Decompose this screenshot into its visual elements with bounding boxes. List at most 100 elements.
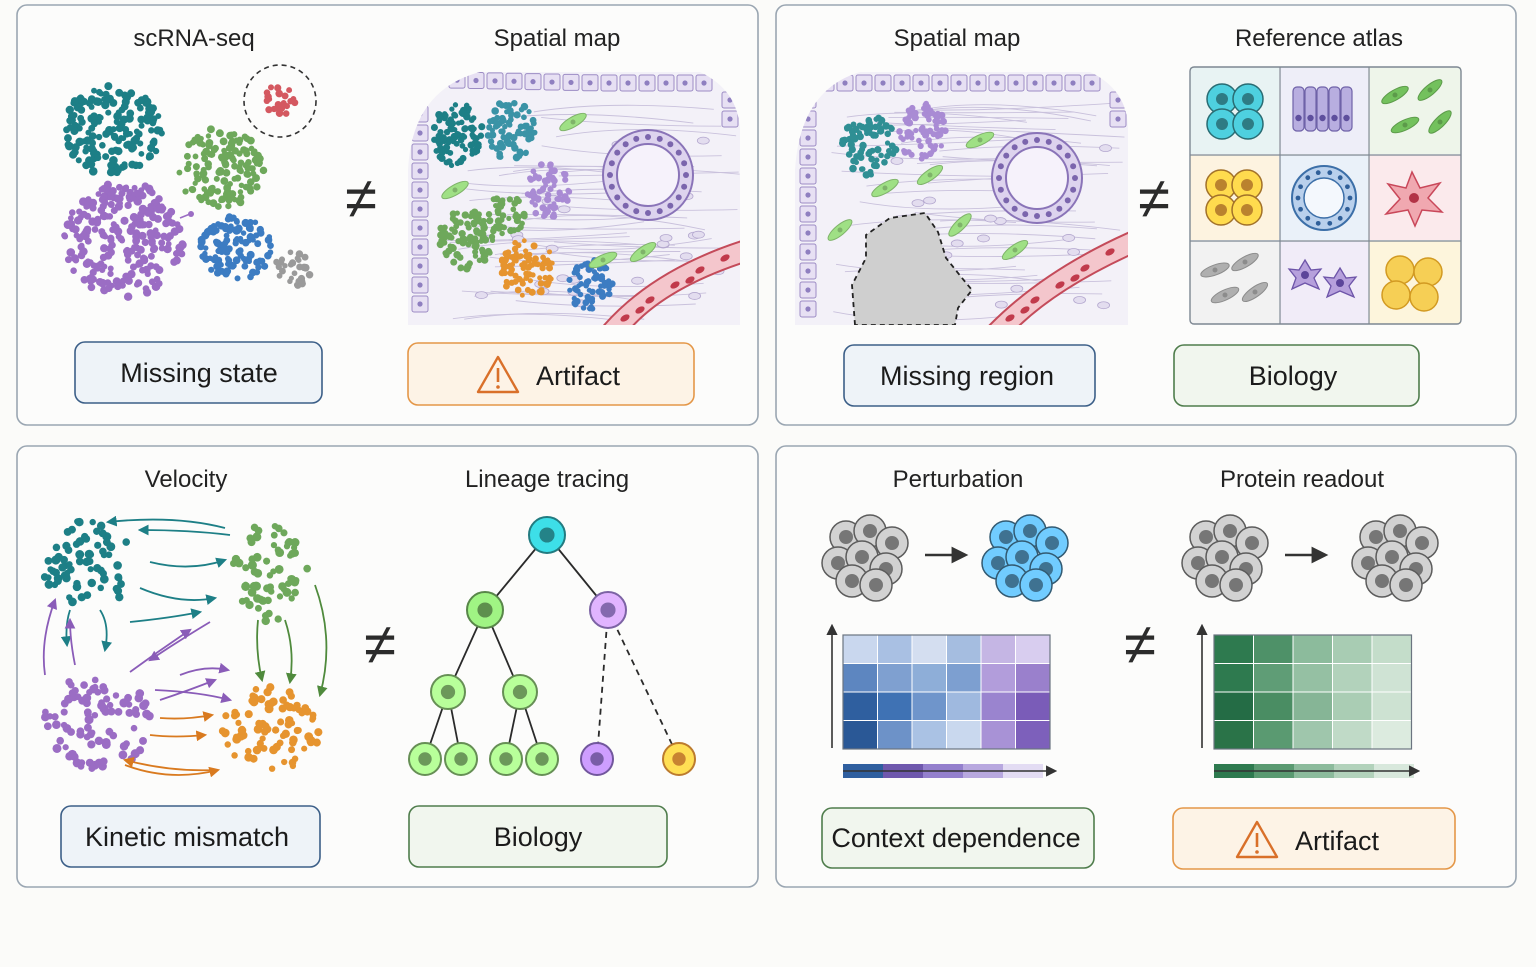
cell-dot <box>123 292 133 301</box>
cell-dot <box>249 581 259 591</box>
cell-dot <box>116 200 123 207</box>
cell-dot <box>87 283 96 292</box>
cell-dot <box>100 184 107 191</box>
nucleus <box>492 78 498 84</box>
red-blood-cell <box>1005 314 1015 322</box>
cell-dot <box>461 211 470 219</box>
cell-dot <box>473 135 480 142</box>
cell-dot <box>884 140 891 146</box>
cell-dot <box>445 247 453 255</box>
cell-dot <box>67 749 77 759</box>
cell-dot <box>176 169 183 176</box>
heatmap-cell <box>1371 720 1412 750</box>
cell-dot <box>149 119 157 127</box>
cell-dot <box>857 154 865 161</box>
velocity-arrow <box>124 764 221 778</box>
cluster-gray <box>273 249 314 289</box>
stroma-fiber <box>520 252 701 264</box>
crypt-nucleus <box>1070 163 1077 170</box>
crypt-nucleus <box>1070 186 1077 193</box>
cell-dot <box>286 689 294 697</box>
cell-dot <box>268 84 275 91</box>
heatmap-cell <box>1253 634 1294 664</box>
cell-dot <box>471 235 479 242</box>
cell-dot <box>63 569 71 577</box>
cell-dot <box>465 241 472 248</box>
cell-dot <box>291 588 299 597</box>
cell-dot <box>210 256 217 263</box>
cell-dot <box>74 518 81 525</box>
cell-dot <box>64 134 72 143</box>
cell-dot <box>306 738 316 747</box>
tag-context-dependence-label: Context dependence <box>831 823 1080 853</box>
cell-dot <box>477 229 484 236</box>
cell-dot <box>442 112 449 119</box>
velocity-arrow <box>129 628 192 673</box>
blood-vessel <box>598 238 740 325</box>
velocity-arrow <box>159 678 218 701</box>
cell-dot <box>253 160 260 167</box>
cell-dot <box>573 287 580 294</box>
red-blood-cell <box>1105 248 1115 256</box>
cell-dot <box>208 150 216 158</box>
tag-artifact-2-label: Artifact <box>1295 826 1380 856</box>
crypt-nucleus <box>681 160 688 167</box>
stroma-cell <box>1067 248 1081 256</box>
velocity-arrow <box>159 711 215 722</box>
atlas-orange-cells <box>1205 169 1263 226</box>
cell-dot <box>245 600 254 610</box>
nucleus <box>417 149 423 155</box>
nucleus <box>855 550 869 564</box>
cell-dot <box>100 686 109 695</box>
cell-dot <box>148 127 155 134</box>
nucleus <box>1295 114 1302 122</box>
cell-dot <box>513 195 521 203</box>
atlas-immune-cells <box>1287 258 1358 299</box>
stroma-cell <box>659 234 673 242</box>
cell-dot <box>71 686 79 695</box>
nucleus <box>1070 80 1076 86</box>
heatmap-cell <box>1015 720 1051 750</box>
cell-dot <box>461 125 469 133</box>
cell-dot <box>520 265 527 272</box>
nucleus <box>454 752 468 766</box>
cell-dot <box>544 196 552 204</box>
cell-dot <box>72 758 82 768</box>
cell-dot <box>480 217 487 224</box>
cell-dot <box>135 130 143 138</box>
cell-dot <box>106 701 114 709</box>
nucleus <box>805 268 811 274</box>
cell-dot <box>472 149 479 156</box>
velocity-arrow <box>284 619 297 685</box>
nucleus <box>1199 530 1213 544</box>
cell-dot <box>83 723 92 732</box>
cell-dot <box>278 582 287 591</box>
nucleus <box>1327 170 1333 176</box>
protein-readout-panel <box>1181 514 1439 778</box>
cell-dot <box>497 203 505 210</box>
cell-dot <box>88 764 96 772</box>
cell-dot <box>220 728 230 738</box>
cell-dot <box>125 115 132 122</box>
crypt-nucleus <box>645 134 651 140</box>
heatmap-border <box>842 634 1051 750</box>
crypt-nucleus <box>614 149 621 156</box>
cell-dot <box>462 146 469 153</box>
cell-dot <box>282 110 290 117</box>
crypt-nucleus <box>1064 152 1071 159</box>
panel-2-left-title: Spatial map <box>894 25 1021 52</box>
cell-dot <box>87 578 97 588</box>
cell-dot <box>222 190 231 198</box>
cell-dot <box>478 123 486 131</box>
cell-dot <box>523 149 529 156</box>
cell-dot <box>140 256 149 265</box>
heatmap-cell <box>1292 720 1333 750</box>
cell-dot <box>68 597 77 607</box>
cell-dot <box>546 249 553 255</box>
cell-dot <box>106 245 113 252</box>
crypt-nucleus <box>607 172 613 178</box>
cell-dot <box>932 143 939 149</box>
cell-dot <box>89 139 97 147</box>
cell-dot <box>510 134 518 142</box>
cell-dot <box>65 105 74 115</box>
